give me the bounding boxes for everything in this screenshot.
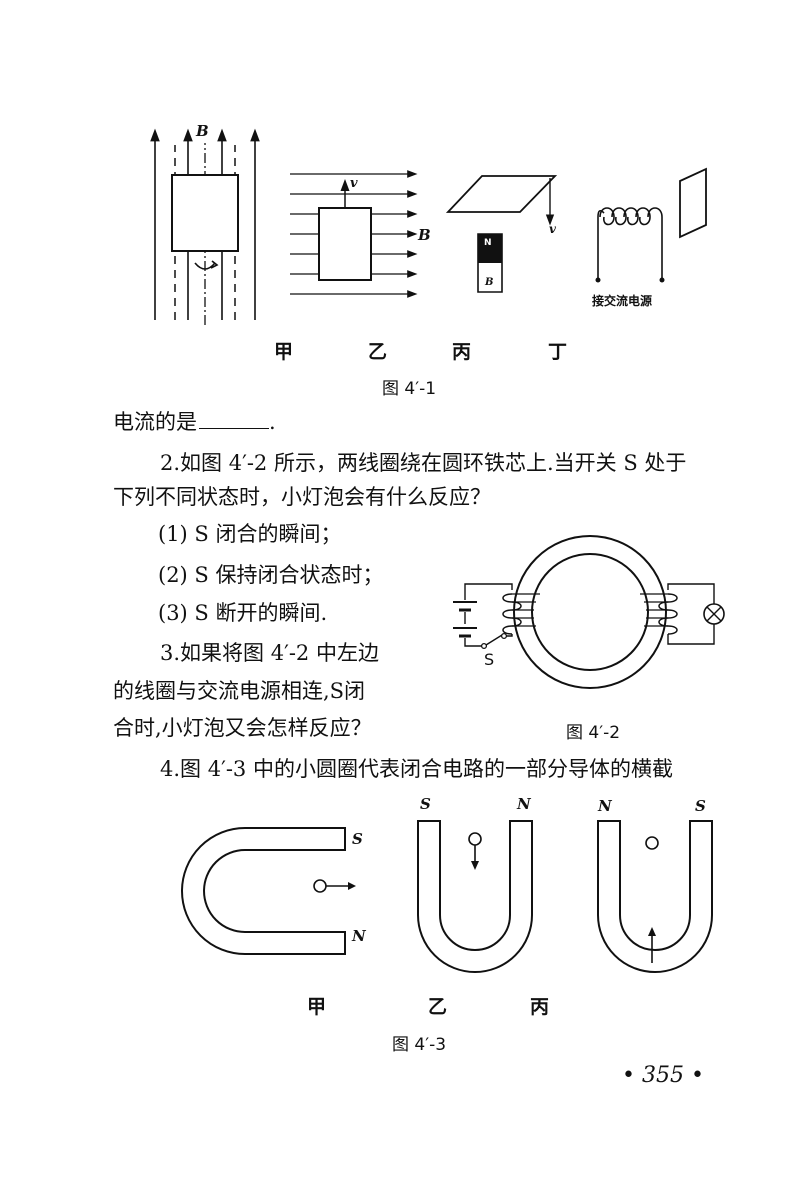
ac-source-label: 接交流电源 bbox=[592, 294, 653, 308]
switch-label-s: S bbox=[484, 650, 495, 669]
figure-4-3-caption: 图 4′-3 bbox=[392, 1035, 447, 1055]
magnet-bottom-label: B bbox=[485, 277, 494, 288]
answer-blank bbox=[199, 410, 269, 429]
figure-4-1-ding-diagram bbox=[595, 165, 713, 283]
field-label-b: B bbox=[196, 122, 209, 140]
fig3-sub-label-jia: 甲 bbox=[307, 996, 327, 1018]
yi-pole-n: N bbox=[517, 795, 531, 813]
figure-4-1-bing-diagram bbox=[440, 168, 560, 298]
line-current-prefix: 电流的是 bbox=[113, 410, 197, 434]
jia-pole-n: N bbox=[352, 927, 366, 945]
figure-4-3-jia-magnet bbox=[170, 820, 356, 960]
figure-4-2-caption: 图 4′-2 bbox=[566, 723, 621, 743]
magnet-top-label: N bbox=[484, 238, 492, 248]
sub-label-ding: 丁 bbox=[548, 341, 568, 363]
bing-pole-s: S bbox=[695, 797, 706, 815]
question-3-line-1: 3.如果将图 4′-2 中左边 bbox=[160, 641, 379, 665]
figure-4-3-yi-magnet bbox=[410, 815, 540, 985]
figure-4-1-yi-diagram bbox=[285, 170, 418, 298]
fig3-sub-label-bing: 丙 bbox=[530, 996, 550, 1018]
question-2-line-1: 2.如图 4′-2 所示，两线圈绕在圆环铁芯上.当开关 S 处于 bbox=[160, 451, 687, 475]
question-2-item-2: (2) S 保持闭合状态时； bbox=[158, 563, 384, 587]
jia-pole-s: S bbox=[352, 830, 363, 848]
bing-pole-n: N bbox=[598, 797, 612, 815]
line-current-suffix: . bbox=[269, 410, 276, 434]
question-3-line-2: 的线圈与交流电源相连,S闭 bbox=[113, 679, 366, 703]
line-current: 电流的是. bbox=[113, 410, 276, 433]
field-label-b-yi: B bbox=[418, 226, 431, 244]
question-4-line-1: 4.图 4′-3 中的小圆圈代表闭合电路的一部分导体的横截 bbox=[160, 757, 673, 781]
figure-4-2-diagram bbox=[440, 532, 730, 692]
figure-4-1-caption: 图 4′-1 bbox=[382, 379, 437, 399]
velocity-label-v: v bbox=[350, 176, 358, 191]
fig3-sub-label-yi: 乙 bbox=[428, 996, 448, 1018]
sub-label-bing: 丙 bbox=[452, 341, 472, 363]
page-number: • 355 • bbox=[622, 1063, 704, 1088]
figure-4-3-bing-magnet bbox=[590, 815, 720, 985]
question-3-line-3: 合时,小灯泡又会怎样反应？ bbox=[113, 716, 372, 740]
question-2-line-2: 下列不同状态时，小灯泡会有什么反应？ bbox=[113, 485, 491, 509]
yi-pole-s: S bbox=[420, 795, 431, 813]
velocity-label-v-bing: v bbox=[549, 222, 556, 236]
sub-label-yi: 乙 bbox=[368, 341, 388, 363]
sub-label-jia: 甲 bbox=[274, 341, 294, 363]
figure-4-1-jia-diagram bbox=[150, 128, 260, 325]
question-2-item-3: (3) S 断开的瞬间. bbox=[158, 601, 328, 625]
question-2-item-1: (1) S 闭合的瞬间； bbox=[158, 522, 342, 546]
